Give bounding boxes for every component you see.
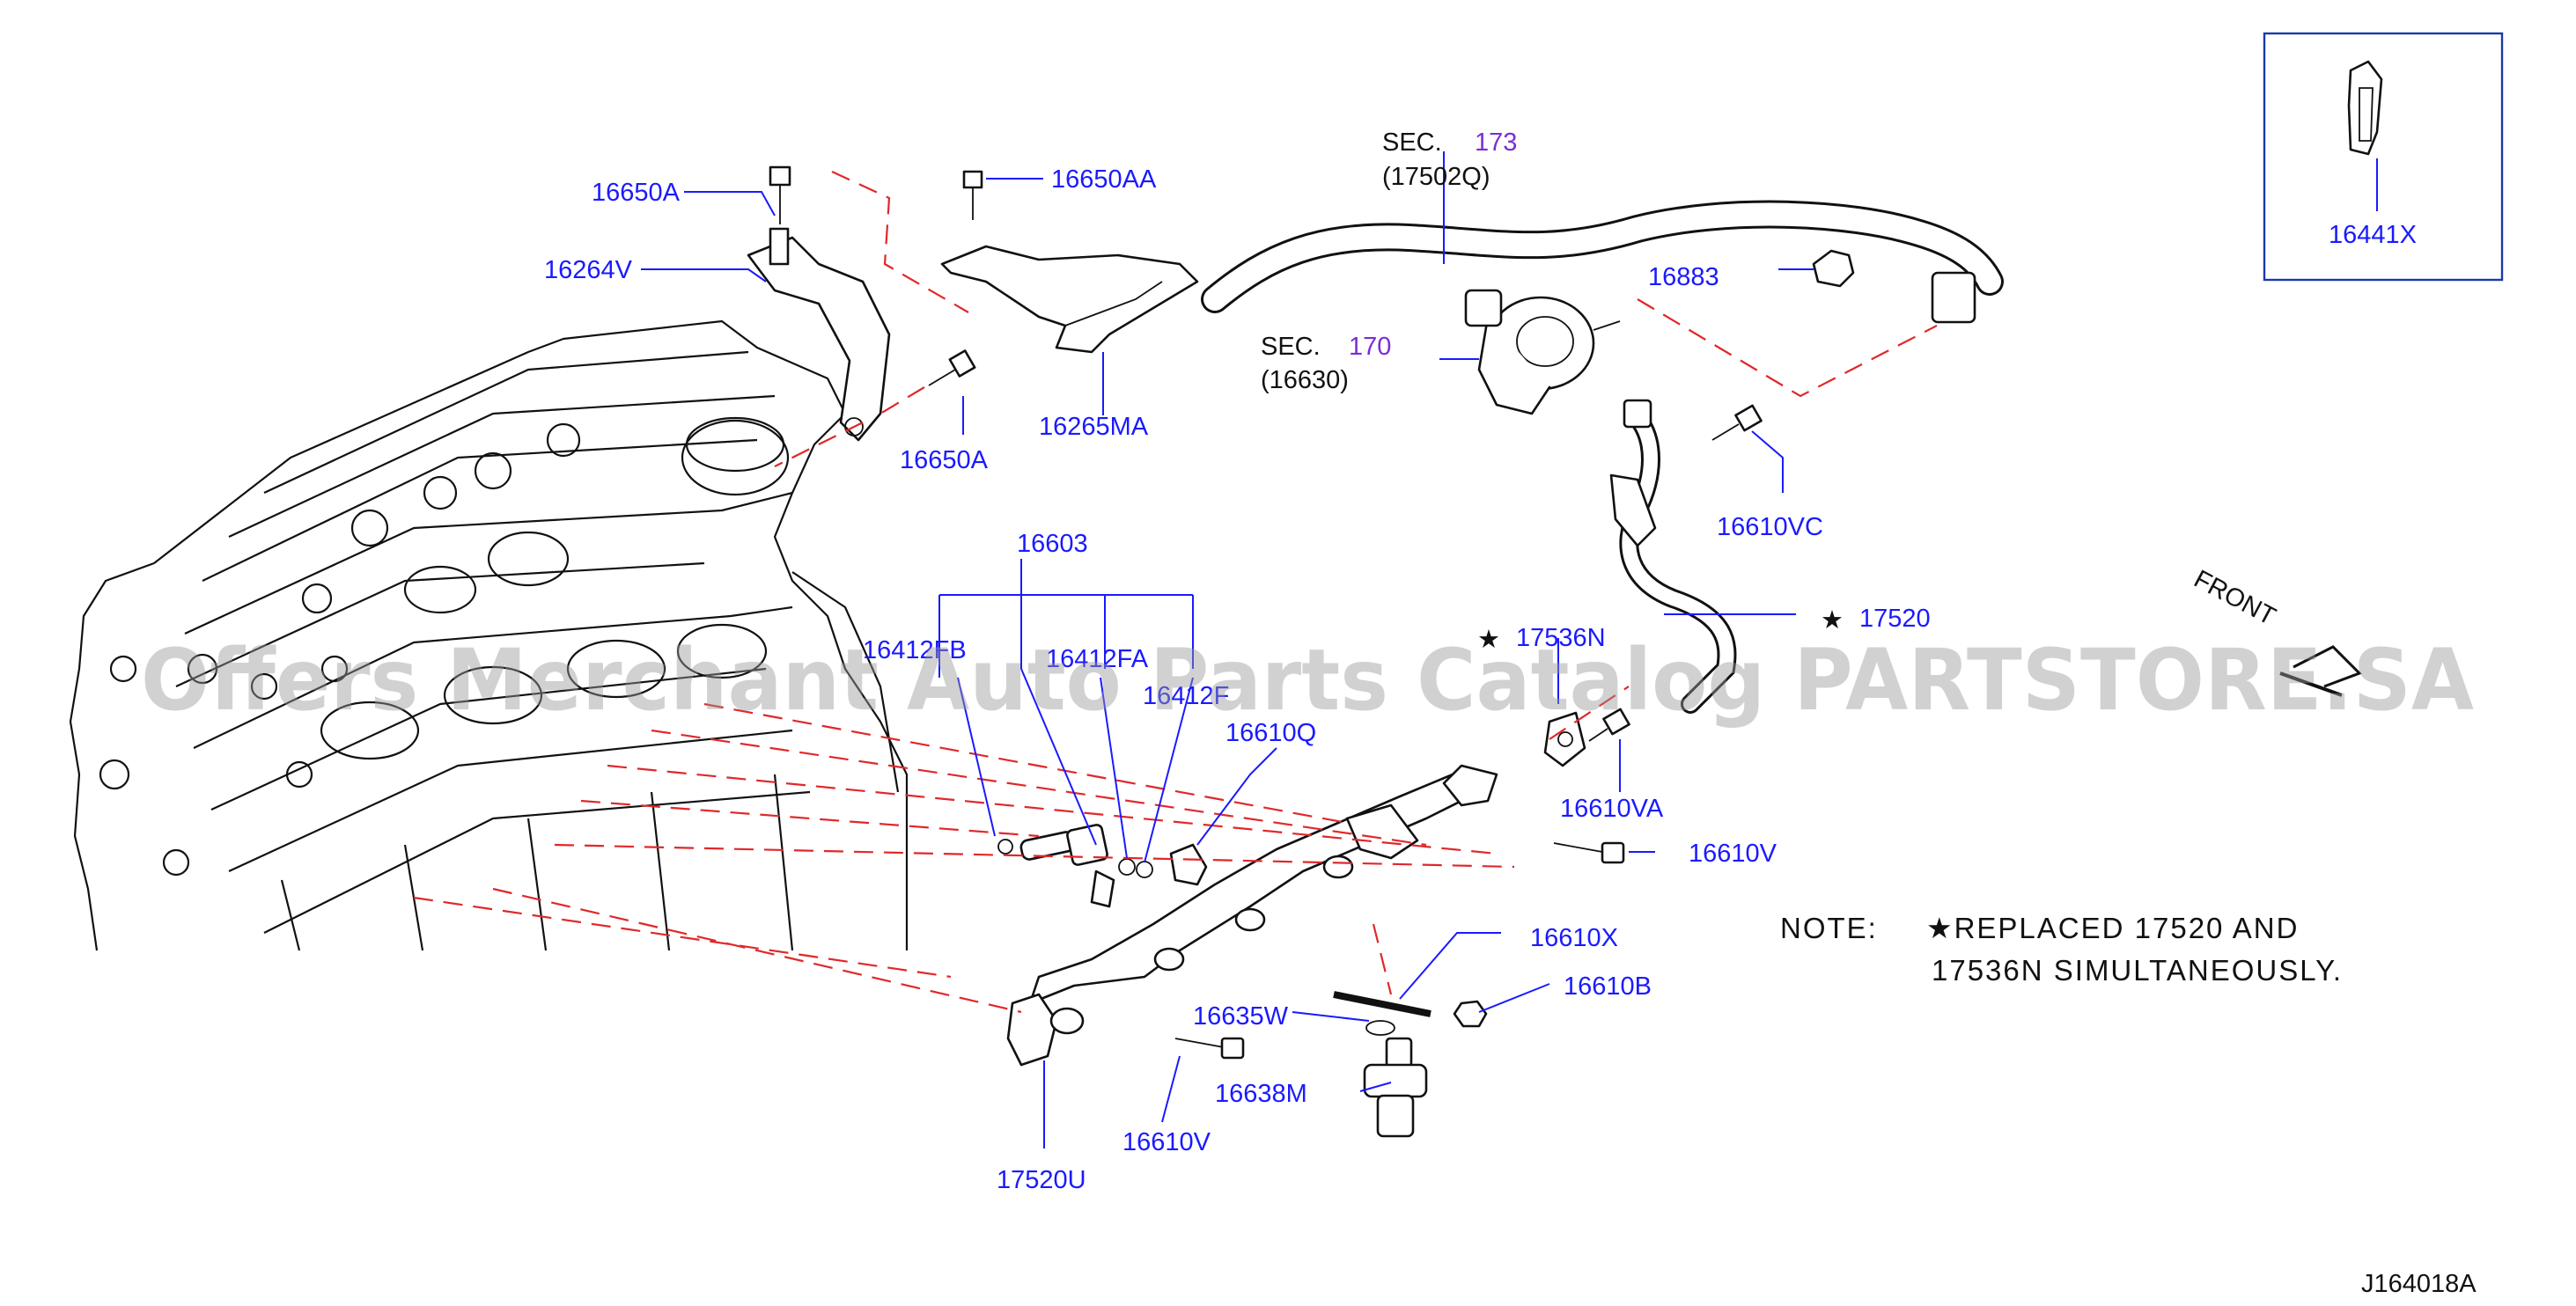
diagram-id: J164018A bbox=[2361, 1270, 2477, 1298]
sec-173-link[interactable]: 173 bbox=[1475, 128, 1517, 157]
label-16441X[interactable]: 16441X bbox=[2329, 221, 2417, 249]
label-16412F[interactable]: 16412F bbox=[1143, 682, 1229, 710]
label-16412FA[interactable]: 16412FA bbox=[1046, 645, 1149, 673]
label-17520U[interactable]: 17520U bbox=[997, 1166, 1086, 1194]
label-16265MA[interactable]: 16265MA bbox=[1039, 413, 1149, 441]
label-16635W[interactable]: 16635W bbox=[1193, 1002, 1289, 1031]
label-16610X[interactable]: 16610X bbox=[1530, 924, 1618, 952]
sensor-17536N-drawing bbox=[1543, 711, 1586, 767]
fuel-pump-16630-drawing bbox=[1464, 289, 1621, 415]
label-16650AA[interactable]: 16650AA bbox=[1051, 165, 1157, 194]
sec-173-part: (17502Q) bbox=[1382, 163, 1490, 191]
watermark: Offers Merchant Auto Parts Catalog PARTS… bbox=[141, 631, 2474, 730]
bolt-16650A-top-drawing bbox=[769, 165, 791, 224]
shield-16265MA-drawing bbox=[940, 170, 1199, 354]
bolt-16610V-bottom-drawing bbox=[1174, 1037, 1245, 1060]
bracket-16264V-drawing bbox=[747, 227, 891, 442]
label-16650A-mid[interactable]: 16650A bbox=[900, 446, 989, 474]
label-16650A-top[interactable]: 16650A bbox=[592, 179, 681, 207]
note-line-1: ★REPLACED 17520 AND bbox=[1926, 912, 2299, 944]
assembly-guide-lines bbox=[413, 171, 1938, 1014]
label-16610V-right[interactable]: 16610V bbox=[1689, 840, 1777, 868]
label-16603[interactable]: 16603 bbox=[1017, 530, 1088, 558]
note-line-2: 17536N SIMULTANEOUSLY. bbox=[1932, 954, 2343, 987]
bolt-16650A-mid-drawing bbox=[928, 349, 976, 386]
label-16412FB[interactable]: 16412FB bbox=[863, 636, 967, 664]
inset-box bbox=[2263, 32, 2504, 282]
label-16610V-bottom[interactable]: 16610V bbox=[1122, 1128, 1211, 1156]
fuel-hose-17502Q-drawing bbox=[1201, 200, 2004, 324]
nut-16610B-drawing bbox=[1453, 1000, 1488, 1028]
fuel-tube-17520-drawing bbox=[1609, 399, 1737, 714]
label-16610VC[interactable]: 16610VC bbox=[1717, 513, 1823, 541]
injector-16603-drawing bbox=[997, 824, 1153, 908]
note-heading: NOTE: bbox=[1780, 912, 1878, 944]
star-17536N: ★ bbox=[1477, 626, 1500, 654]
leader-lines bbox=[641, 151, 2378, 1148]
label-16638M[interactable]: 16638M bbox=[1215, 1080, 1307, 1108]
bolt-16610V-right-drawing bbox=[1553, 841, 1625, 864]
label-16610Q[interactable]: 16610Q bbox=[1225, 719, 1316, 747]
bolt-16610VC-drawing bbox=[1711, 404, 1763, 441]
star-17520: ★ bbox=[1821, 606, 1844, 635]
part-labels: 16650A 16264V 16650AA 16650A 16265MA SEC… bbox=[544, 128, 2417, 1194]
label-16264V[interactable]: 16264V bbox=[544, 256, 633, 284]
label-17520[interactable]: 17520 bbox=[1859, 605, 1931, 633]
clip-16610Q-drawing bbox=[1169, 843, 1208, 886]
damper-16638M-drawing bbox=[1363, 1037, 1428, 1138]
front-label: FRONT bbox=[2190, 565, 2280, 631]
note-block: NOTE: ★REPLACED 17520 AND 17536N SIMULTA… bbox=[1780, 912, 2343, 987]
bolt-16610VA-drawing bbox=[1588, 708, 1630, 742]
clip-16883-drawing bbox=[1812, 249, 1855, 288]
oring-16635W-drawing bbox=[1365, 1020, 1395, 1036]
sec-170-part: (16630) bbox=[1261, 366, 1349, 394]
label-17536N[interactable]: 17536N bbox=[1516, 624, 1606, 652]
sec-173-prefix: SEC. bbox=[1382, 128, 1442, 157]
sec-170-link[interactable]: 170 bbox=[1349, 333, 1391, 361]
label-16610VA[interactable]: 16610VA bbox=[1560, 795, 1664, 823]
stud-16610X-drawing bbox=[1333, 991, 1432, 1017]
label-16883[interactable]: 16883 bbox=[1648, 263, 1719, 291]
sec-170-prefix: SEC. bbox=[1261, 333, 1321, 361]
label-16610B[interactable]: 16610B bbox=[1564, 972, 1652, 1001]
